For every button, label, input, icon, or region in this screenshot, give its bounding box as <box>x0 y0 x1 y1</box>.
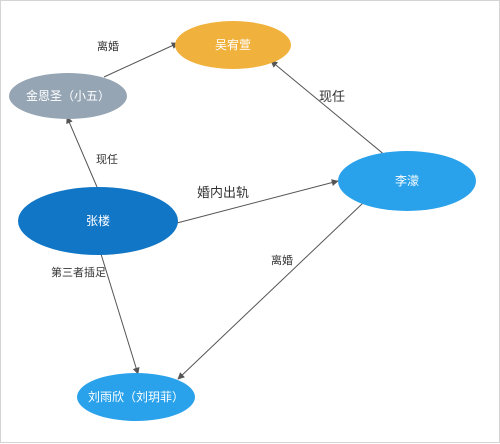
node-li[interactable]: 李濛 <box>338 151 476 211</box>
edge-label-li-liu: 离婚 <box>271 253 293 267</box>
edge-jin-to-wu <box>103 42 179 78</box>
node-jin-shape <box>9 73 127 119</box>
edge-li-to-liu <box>177 202 364 380</box>
edge-zhang-to-li <box>176 179 339 224</box>
node-liu[interactable]: 刘雨欣（刘玥菲） <box>77 373 195 421</box>
edge-label-zhang-liu: 第三者插足 <box>51 265 106 279</box>
node-jin[interactable]: 金恩圣（小五） <box>9 73 127 119</box>
edge-zhang-to-liu <box>100 253 140 375</box>
node-wu-shape <box>175 21 291 69</box>
node-liu-label: 刘雨欣（刘玥菲） <box>88 390 184 404</box>
node-li-label: 李濛 <box>395 173 419 188</box>
node-zhang-shape <box>18 187 178 255</box>
edge-zhang-to-jin <box>66 116 98 188</box>
node-jin-label: 金恩圣（小五） <box>26 88 110 103</box>
node-wu[interactable]: 吴宥萱 <box>175 21 291 69</box>
node-li-shape <box>338 151 476 211</box>
edge-label-jin-wu: 离婚 <box>97 39 119 53</box>
edge-label-zhang-jin: 现任 <box>96 153 118 166</box>
node-zhang-label: 张楼 <box>86 213 110 228</box>
edge-label-zhang-li: 婚内出轨 <box>197 185 249 201</box>
edge-li-to-wu <box>270 60 387 157</box>
node-liu-shape <box>77 373 195 421</box>
node-wu-label: 吴宥萱 <box>215 37 251 52</box>
node-zhang[interactable]: 张楼 <box>18 187 178 255</box>
edge-label-li-wu: 现任 <box>319 90 345 105</box>
